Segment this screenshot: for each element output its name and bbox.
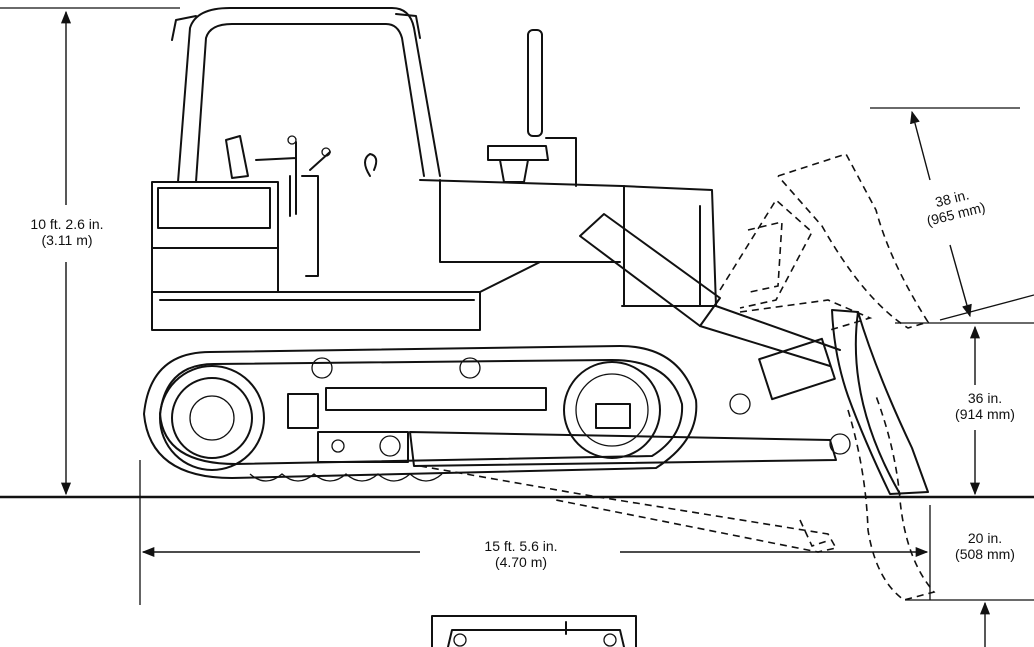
lift-label-line2: (914 mm) — [955, 406, 1015, 422]
extension-lines — [0, 7, 1034, 605]
drop-label-line2: (508 mm) — [955, 546, 1015, 562]
length-label-line1: 15 ft. 5.6 in. — [484, 538, 558, 554]
front-view-inset — [431, 615, 637, 647]
lowered-blade-outline — [419, 395, 936, 601]
blade-arrow-lower — [949, 244, 972, 318]
dimension-arrows — [60, 10, 991, 647]
lift-label: 36 in. (914 mm) — [938, 390, 1032, 422]
height-label: 10 ft. 2.6 in. (3.11 m) — [0, 216, 134, 248]
length-label-line2: (4.70 m) — [494, 554, 548, 570]
bulldozer — [143, 7, 929, 495]
drop-label-line1: 20 in. — [967, 530, 1003, 546]
drop-label: 20 in. (508 mm) — [938, 530, 1032, 562]
height-label-line2: (3.11 m) — [41, 232, 93, 248]
length-label: 15 ft. 5.6 in. (4.70 m) — [424, 538, 618, 570]
blade-arrow-upper — [910, 110, 931, 181]
lift-label-line1: 36 in. — [967, 390, 1003, 406]
raised-blade-outline — [719, 153, 930, 331]
height-label-line1: 10 ft. 2.6 in. — [30, 216, 104, 232]
